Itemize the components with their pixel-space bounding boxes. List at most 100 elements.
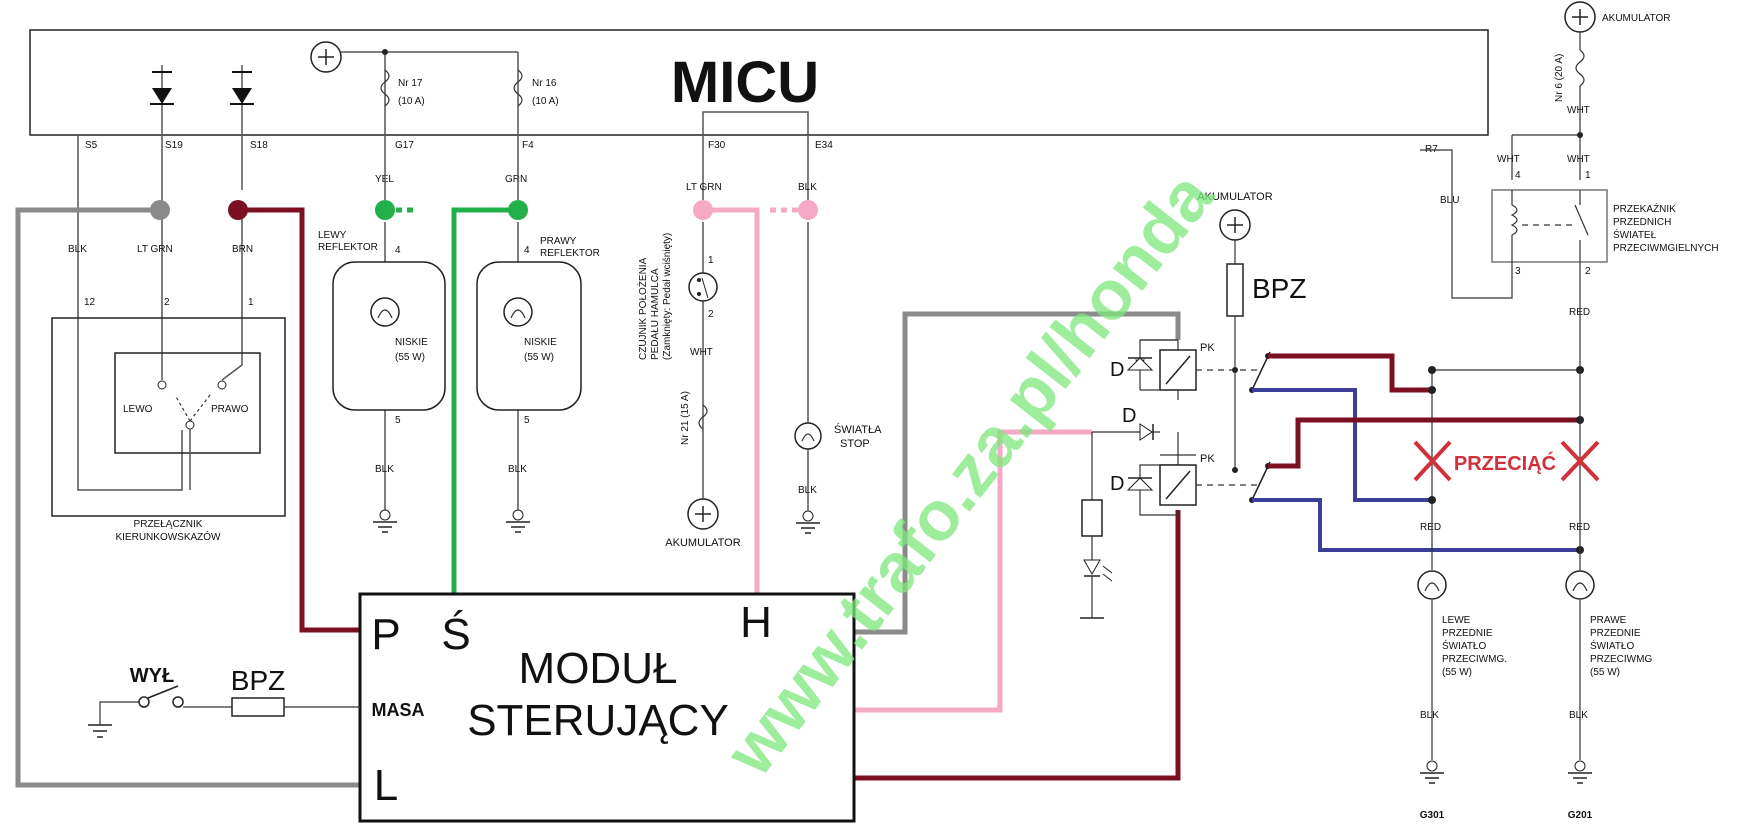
bpz-fuse-module [231,697,285,717]
micu-box [29,29,1489,136]
fog-battery-icon [1564,1,1596,33]
right-reflector-box [476,261,582,411]
wire-label-grn: GRN [505,174,527,185]
ground-off-switch [88,701,140,738]
wire-label-blu: BLU [1440,195,1459,206]
fuse-16-label: Nr 16 [532,78,557,89]
wire-relay2-maroon [1268,417,1580,469]
wire-s5-blk [77,135,183,491]
relay-battery-icon [1219,209,1251,241]
watermark-text: www.trafo.za.pl/honda [710,157,1228,790]
switch-pin-2: 2 [164,297,170,308]
wire-label-blk-3: BLK [508,464,527,475]
left-reflector-pin5: 5 [395,415,401,426]
micu-title: MICU [671,50,819,115]
right-reflector-label-2: REFLEKTOR [540,248,600,259]
left-fog-power: (55 W) [1442,667,1472,678]
wire-gray-l [15,207,360,788]
left-fog-label-2: PRZEDNIE [1442,628,1493,639]
ground-right-reflector [506,509,530,533]
pin-s18: S18 [250,140,268,151]
right-fog-power: (55 W) [1590,667,1620,678]
wire-label-blk-4: BLK [798,182,817,193]
cut-mark-right-icon [1560,440,1600,482]
right-reflector-pin5: 5 [524,415,530,426]
left-reflector-beam: NISKIE [395,337,428,348]
right-fog-label-3: ŚWIATŁO [1590,639,1634,652]
wire-label-blk-7: BLK [1569,710,1588,721]
fuse-21-label: Nr 21 (15 A) [680,391,691,445]
relay-middle-d: D [1122,405,1136,427]
pin-s5: S5 [85,140,98,151]
fog-relay-box [1491,189,1608,263]
fuse-16-amp: (10 A) [532,96,559,107]
left-bulb-icon [370,297,400,327]
brake-sensor-caption: CZUJNIK POŁOŻENIA PEDAŁU HAMULCA (Zamkni… [636,233,673,360]
module-title-1: MODUŁ [519,644,678,693]
wire-relay1-blue [1252,388,1432,502]
left-reflector-label-2: REFLEKTOR [318,242,378,253]
wire-relay2-blue [1252,498,1580,552]
left-fog-label-3: ŚWIATŁO [1442,639,1486,652]
right-reflector-label-1: PRAWY [540,236,577,247]
ground-left-fog [1420,760,1444,784]
brake-sensor-pin1: 1 [708,255,714,266]
wire-label-blk-1: BLK [68,244,87,255]
fog-relay-label-4: PRZECIWMGIELNYCH [1613,243,1719,254]
off-switch-icon [138,685,184,708]
right-fog-label-4: PRZECIWMG [1590,654,1652,665]
connector-green-left [375,200,395,220]
ground-stop-lamp [796,510,820,534]
turn-switch-caption-1: PRZEŁĄCZNIK [134,519,203,530]
switch-pin-1: 1 [248,297,254,308]
relay-accumulator-label: AKUMULATOR [1197,191,1272,203]
wire-r7-blu [1420,149,1513,299]
turn-switch-caption-2: KIERUNKOWSKAZÓW [115,530,221,543]
fuse-17-icon [380,69,390,107]
fog-relay-label-3: ŚWIATEŁ [1613,228,1657,241]
ground-label-g201: G201 [1568,810,1593,821]
brake-sensor-pin2: 2 [708,309,714,320]
stop-lamp-label-1: ŚWIATŁA [834,423,882,436]
fuse-17-label: Nr 17 [398,78,423,89]
cut-mark-left-icon [1413,440,1452,482]
turn-switch-left: LEWO [123,404,153,415]
right-reflector-pin4: 4 [524,245,530,256]
left-reflector-label-1: LEWY [318,230,347,241]
brake-accumulator-label: AKUMULATOR [665,537,740,549]
relay-1-diode-icon [1126,357,1154,371]
relay-1-pk: PK [1200,342,1215,354]
relay-2-d: D [1110,473,1124,495]
wire-label-brn: BRN [232,244,253,255]
left-reflector-pin4: 4 [395,245,401,256]
fog-relay-label-2: PRZEDNICH [1613,217,1671,228]
stop-lamp-icon [794,422,822,450]
connector-maroon [228,200,248,220]
cut-label: PRZECIĄĆ [1454,451,1556,475]
fog-relay-pin2: 2 [1585,266,1591,277]
wire-label-ltgrn-1: LT GRN [137,244,173,255]
left-reflector-box [332,261,446,411]
right-reflector-beam: NISKIE [524,337,557,348]
bpz-fuse-relay [1226,263,1244,317]
relay-1-d: D [1110,359,1124,381]
control-module-box [358,592,856,823]
fog-relay-label-1: PRZEKAŹNIK [1613,202,1676,215]
module-pin-p: P [371,610,400,659]
wire-label-blk-6: BLK [1420,710,1439,721]
module-pin-masa: MASA [372,700,425,720]
turn-switch-outer [51,317,286,517]
pin-g17: G17 [395,140,414,151]
pin-f4: F4 [522,140,534,151]
connector-green-right [508,200,528,220]
fuse-16-icon [513,69,523,107]
connector-pink-left [693,200,713,220]
right-reflector-power: (55 W) [524,352,554,363]
bpz-relay-label: BPZ [1252,273,1306,304]
pin-f30: F30 [708,140,726,151]
brake-sensor-icon [688,272,718,302]
module-title-2: STERUJĄCY [467,696,729,745]
pin-s19: S19 [165,140,183,151]
wire-relay1-maroon [1268,353,1432,393]
wire-s18-brn [221,135,243,381]
